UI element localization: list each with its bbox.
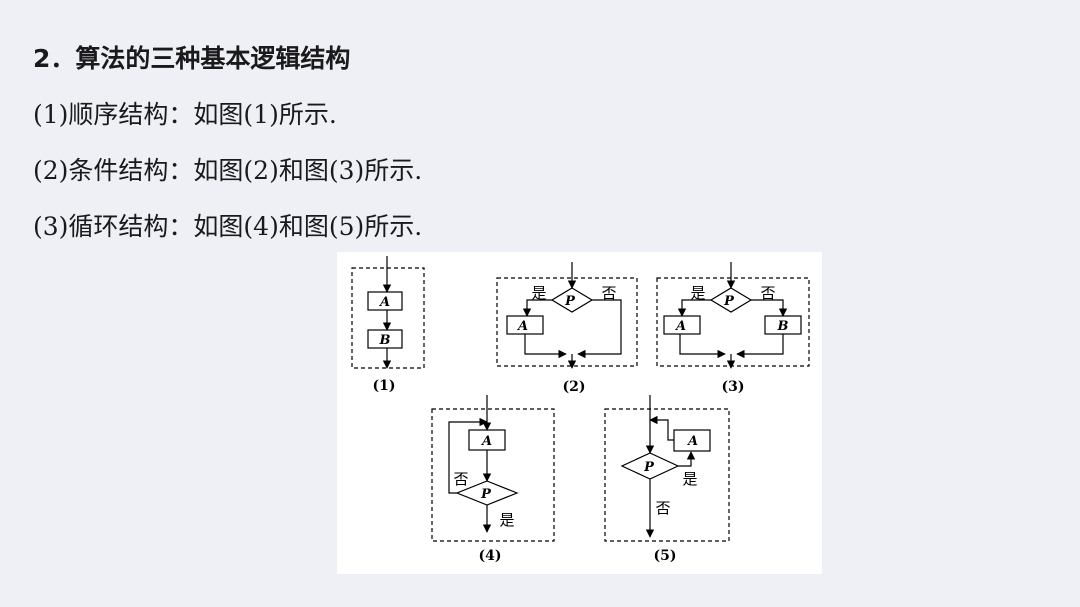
figure-2-frame bbox=[496, 277, 638, 367]
decision-diamond bbox=[550, 287, 594, 313]
box-a-label: A bbox=[674, 319, 686, 334]
figure-1-frame bbox=[351, 267, 425, 369]
figure-1-sequence: A B (1) bbox=[351, 256, 425, 394]
cond-p-label: P bbox=[564, 294, 576, 309]
flowchart-figures: A B (1) P A 是 否 (2) bbox=[337, 252, 822, 574]
figure-4-loop: P A 否 是 (4) bbox=[431, 395, 555, 564]
box-a bbox=[367, 291, 403, 311]
loop-structure-line: (3)循环结构：如图(4)和图(5)所示. bbox=[33, 212, 423, 241]
figure-5-frame bbox=[604, 408, 730, 542]
cond-p-label: P bbox=[480, 487, 492, 502]
sequence-structure-line: (1)顺序结构：如图(1)所示. bbox=[33, 100, 337, 129]
box-a-label: A bbox=[516, 319, 528, 334]
conditional-structure-line: (2)条件结构：如图(2)和图(3)所示. bbox=[33, 156, 423, 185]
no-label: 否 bbox=[760, 284, 775, 302]
caption-1: (1) bbox=[373, 378, 396, 394]
box-a-label: A bbox=[686, 434, 698, 449]
figure-4-frame bbox=[431, 408, 555, 542]
figure-3-conditional: P A B 是 否 (3) bbox=[656, 262, 810, 395]
caption-3: (3) bbox=[722, 379, 745, 395]
box-b bbox=[367, 329, 403, 349]
figure-5-loop: P A 是 否 (5) bbox=[604, 395, 730, 564]
no-label: 否 bbox=[453, 470, 468, 488]
caption-4: (4) bbox=[479, 548, 502, 564]
no-label: 否 bbox=[655, 499, 670, 517]
yes-label: 是 bbox=[531, 284, 546, 302]
yes-label: 是 bbox=[499, 511, 514, 529]
box-a-label: A bbox=[378, 295, 390, 310]
no-label: 否 bbox=[601, 284, 616, 302]
box-b-label: B bbox=[777, 319, 789, 334]
decision-diamond bbox=[709, 287, 753, 313]
box-a-label: A bbox=[480, 434, 492, 449]
box-b-label: B bbox=[379, 333, 391, 348]
cond-p-label: P bbox=[723, 294, 735, 309]
box-a bbox=[663, 315, 701, 335]
yes-label: 是 bbox=[682, 470, 697, 488]
caption-2: (2) bbox=[563, 379, 586, 395]
section-heading: 2．算法的三种基本逻辑结构 bbox=[33, 44, 351, 73]
figure-2-conditional: P A 是 否 (2) bbox=[496, 262, 638, 395]
yes-label: 是 bbox=[690, 284, 705, 302]
cond-p-label: P bbox=[643, 460, 655, 475]
caption-5: (5) bbox=[654, 548, 677, 564]
